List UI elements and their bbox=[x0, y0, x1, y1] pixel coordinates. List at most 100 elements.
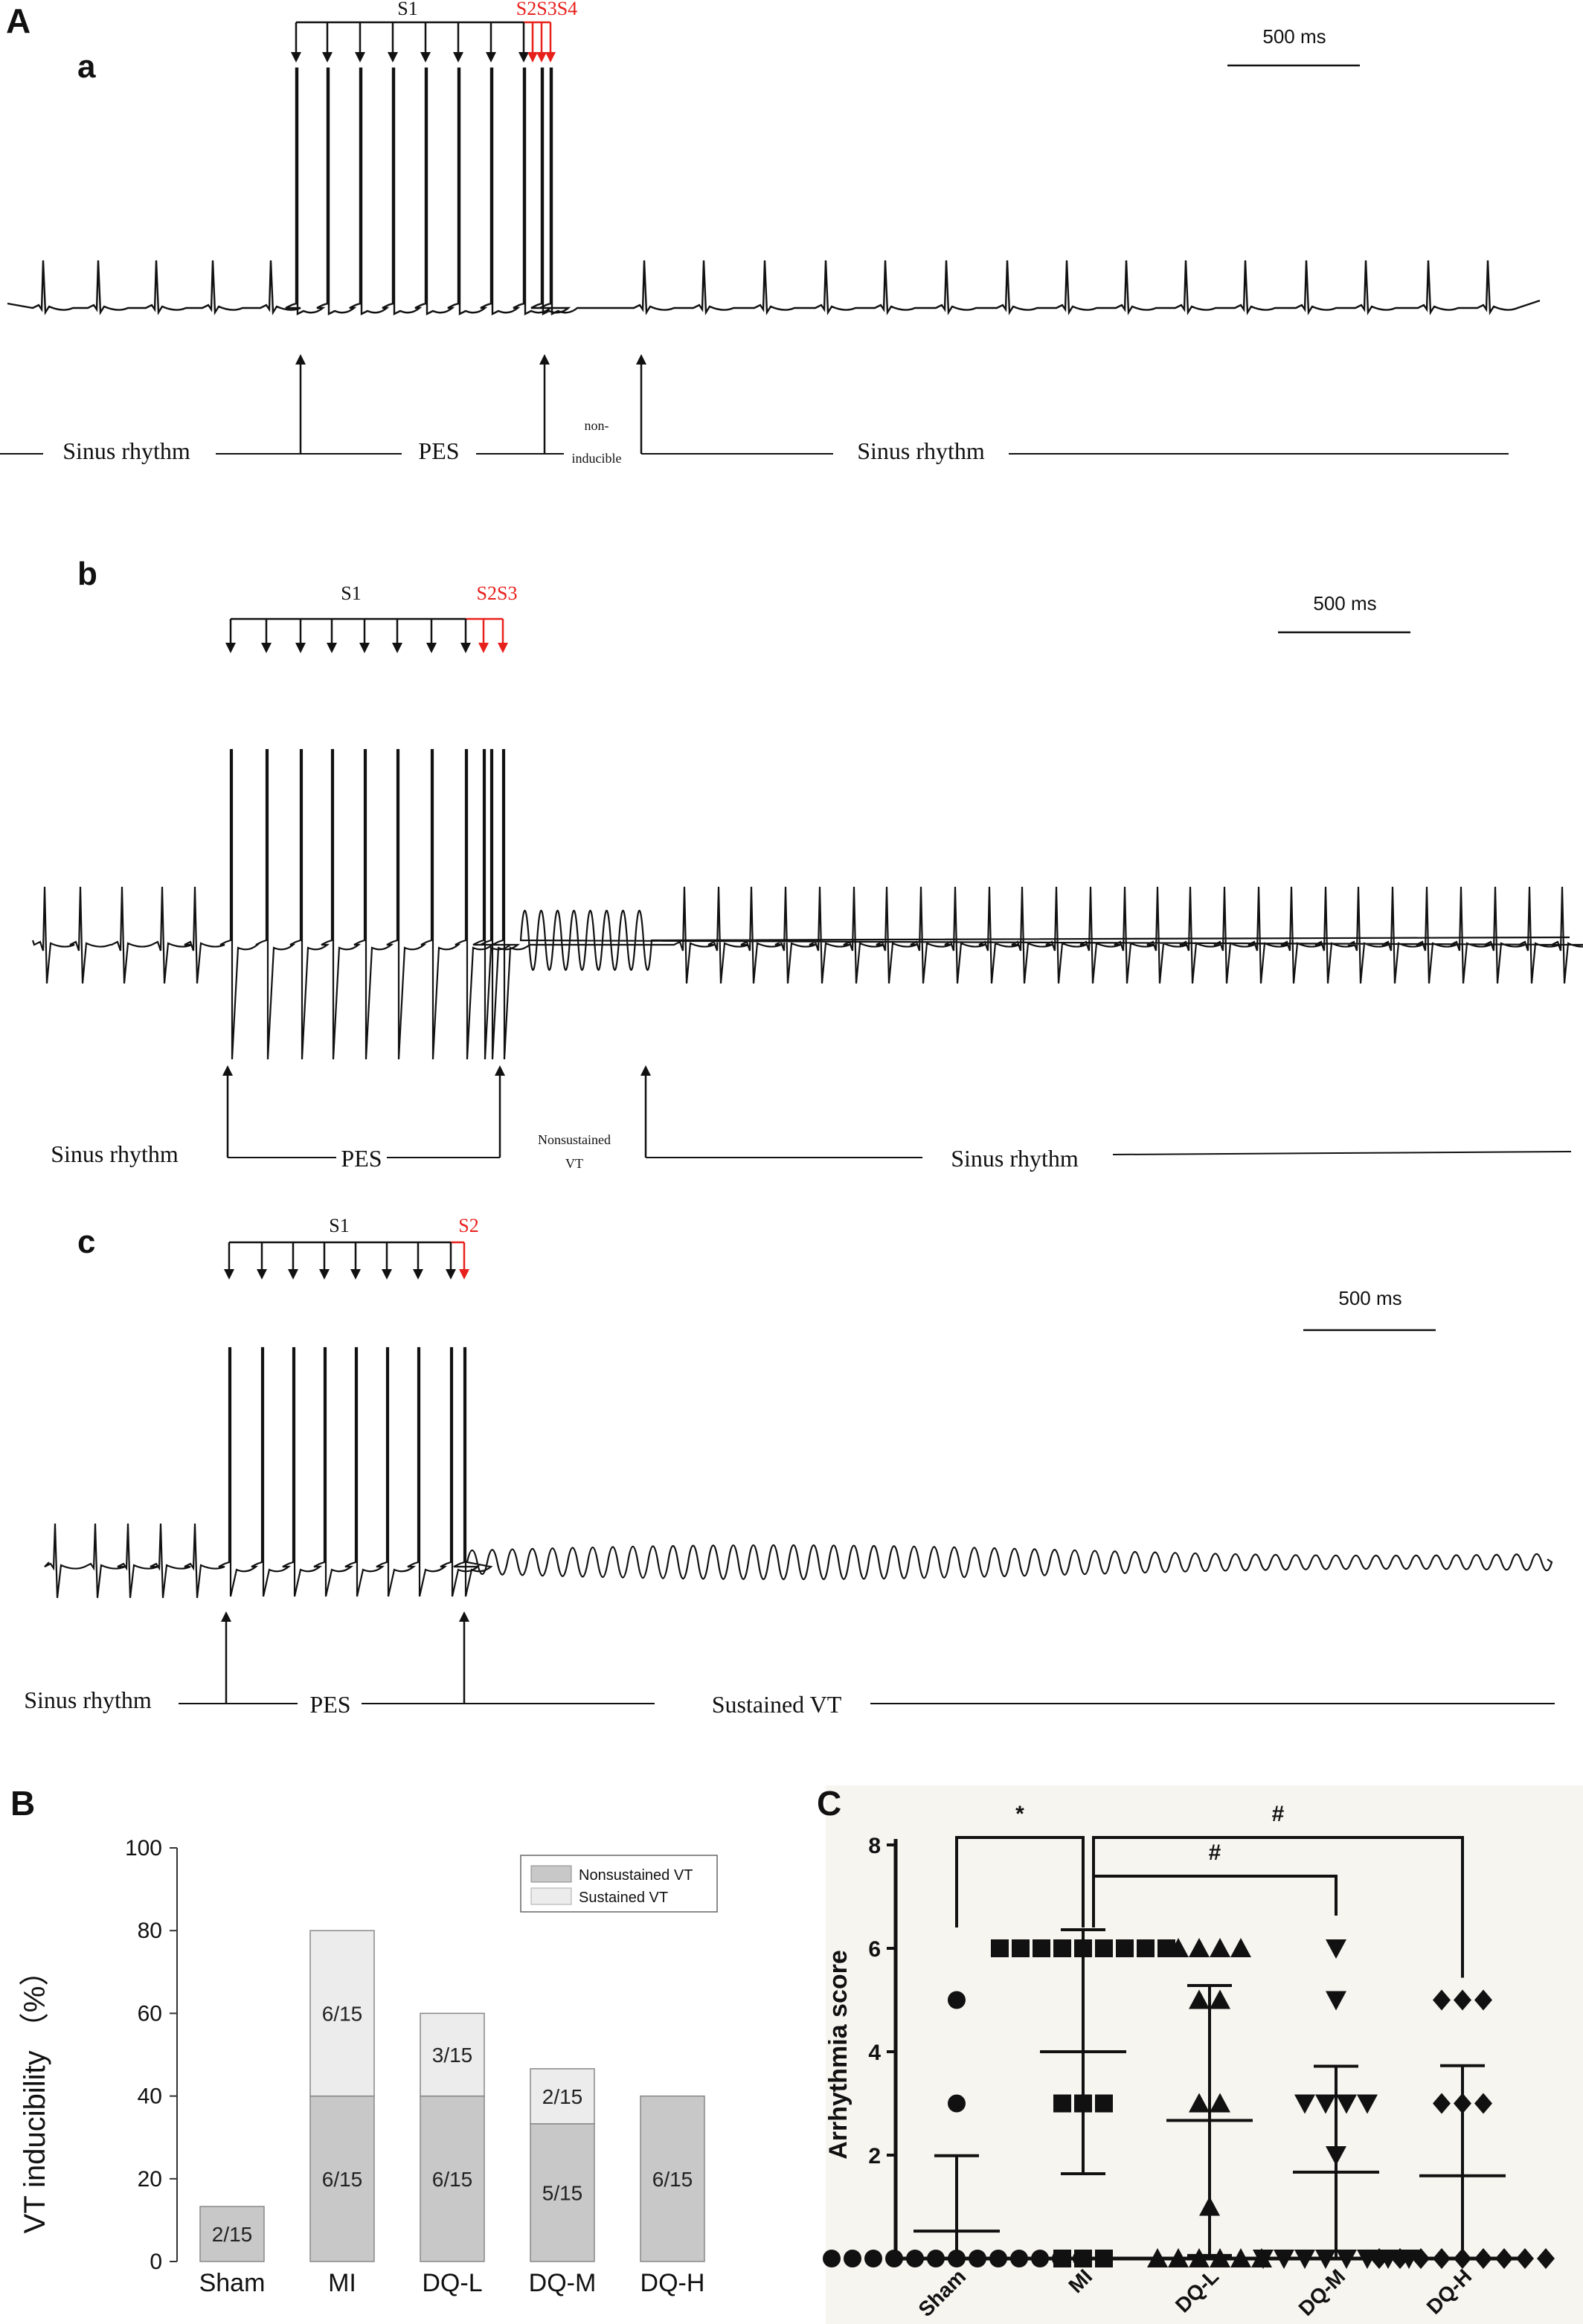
stim-arrow-b-0-head bbox=[225, 643, 236, 653]
segment-label-b-3: Sinus rhythm bbox=[951, 1145, 1079, 1172]
point-Sham-0-8 bbox=[989, 2250, 1007, 2267]
segment-label-c-2: Sustained VT bbox=[712, 1691, 842, 1718]
bar-label-DQ-M-1: 2/15 bbox=[542, 2085, 583, 2108]
legend-label-sustained: Sustained VT bbox=[579, 1890, 668, 1906]
marker-arrow-b-1-head bbox=[495, 1065, 505, 1076]
point-DQ-L-6-0 bbox=[1168, 1938, 1189, 1957]
panel-c: c S1 S2 500 ms Sinus rhythm PES Sustaine… bbox=[24, 1215, 1555, 1718]
bar-MI-1 bbox=[309, 1930, 375, 2097]
bar-label-MI-0: 6/15 bbox=[322, 2168, 363, 2191]
scale-bar-label-b: 500 ms bbox=[1313, 592, 1376, 614]
dot-y-tick-label-3: 6 bbox=[868, 1937, 881, 1962]
point-DQ-L-6-3 bbox=[1230, 1938, 1251, 1957]
stim-arrow-b-1-head bbox=[261, 643, 272, 653]
point-DQ-H-0-3 bbox=[1433, 2248, 1451, 2269]
point-DQ-H-0-0 bbox=[1370, 2248, 1388, 2269]
stim-arrow-red-c-0-head bbox=[459, 1269, 469, 1280]
point-DQ-L-5-0 bbox=[1189, 1989, 1210, 2009]
point-DQ-H-5-2 bbox=[1474, 1989, 1492, 2011]
segment-label-b-0: Sinus rhythm bbox=[51, 1140, 179, 1167]
stim-arrow-a-3-head bbox=[388, 52, 398, 62]
bar-DQ-L-1 bbox=[420, 2012, 485, 2097]
point-DQ-M-0-2 bbox=[1294, 2250, 1315, 2269]
panel-label-a: a bbox=[77, 48, 96, 85]
bar-label-DQ-M-0: 5/15 bbox=[542, 2181, 583, 2204]
segment-label-a-1: PES bbox=[418, 437, 459, 464]
stim-arrow-b-7-head bbox=[460, 643, 471, 653]
marker-arrow-c-0-head bbox=[221, 1611, 231, 1622]
extra-stim-label-c: S2 bbox=[458, 1215, 478, 1236]
bar-x-label-1: MI bbox=[328, 2269, 356, 2297]
bar-DQ-L-0 bbox=[420, 2095, 485, 2262]
stim-arrow-b-3-head bbox=[327, 643, 337, 653]
stim-arrow-a-2-head bbox=[355, 52, 365, 62]
stim-arrow-c-6-head bbox=[413, 1269, 423, 1280]
point-DQ-H-0-6 bbox=[1495, 2248, 1513, 2269]
marker-arrow-c-1-head bbox=[459, 1611, 469, 1622]
legend-swatch-nonsustained bbox=[530, 1865, 572, 1883]
point-DQ-H-0-7 bbox=[1516, 2248, 1534, 2269]
bracket-0 bbox=[955, 1836, 1085, 1927]
point-DQ-H-0-5 bbox=[1474, 2248, 1492, 2269]
bracket-label-0: * bbox=[1015, 1802, 1024, 1826]
extra-stim-label-a: S2S3S4 bbox=[516, 0, 577, 19]
segment-label-b-1: PES bbox=[341, 1145, 382, 1172]
point-DQ-L-6-2 bbox=[1210, 1938, 1230, 1957]
dot-y-tick-label-4: 8 bbox=[868, 1834, 881, 1858]
point-Sham-0-7 bbox=[969, 2250, 986, 2267]
point-Sham-0-10 bbox=[1031, 2250, 1049, 2267]
panel-b: b S1 S2S3 500 ms Sinus rhythm PES Nonsus… bbox=[31, 556, 1583, 1172]
marker-arrow-a-1-head bbox=[539, 354, 550, 365]
bar-legend: Nonsustained VT Sustained VT bbox=[520, 1855, 718, 1913]
point-DQ-H-5-1 bbox=[1454, 1989, 1471, 2011]
bar-y-tick-label-5: 100 bbox=[125, 1836, 162, 1861]
point-MI-6-5 bbox=[1095, 1939, 1113, 1957]
point-DQ-L-0-4 bbox=[1230, 2248, 1251, 2267]
segment-markers-b bbox=[222, 1065, 1572, 1158]
point-MI-6-7 bbox=[1137, 1939, 1155, 1957]
point-MI-6-0 bbox=[991, 1939, 1009, 1957]
point-MI-0-2 bbox=[1095, 2250, 1113, 2267]
bracket-2 bbox=[1092, 1836, 1464, 1978]
dot-groups bbox=[823, 1927, 1555, 2269]
bracket-label-2: # bbox=[1272, 1802, 1285, 1826]
point-Sham-0-4 bbox=[906, 2250, 924, 2267]
extra-stim-label-b: S2S3 bbox=[477, 582, 518, 604]
point-DQ-M-3-2 bbox=[1336, 2094, 1357, 2114]
ecg-trace-b bbox=[31, 748, 1583, 1060]
stim-arrow-b-4-head bbox=[359, 643, 370, 653]
point-DQ-M-0-3 bbox=[1315, 2250, 1336, 2269]
marker-arrow-a-0-head bbox=[295, 354, 306, 365]
point-Sham-0-5 bbox=[927, 2250, 945, 2267]
point-Sham-0-9 bbox=[1010, 2250, 1028, 2267]
point-DQ-M-5-0 bbox=[1326, 1991, 1346, 2011]
segment-label-c-1: PES bbox=[309, 1691, 350, 1718]
bar-DQ-M-1 bbox=[530, 2068, 595, 2125]
s1-label-c: S1 bbox=[329, 1215, 349, 1236]
scale-bar-label-a: 500 ms bbox=[1262, 25, 1326, 48]
stim-arrow-b-2-head bbox=[295, 643, 306, 653]
point-DQ-M-0-5 bbox=[1357, 2250, 1378, 2269]
point-MI-0-1 bbox=[1074, 2250, 1092, 2267]
marker-arrow-a-2-head bbox=[636, 354, 646, 365]
panel-label-b: b bbox=[77, 556, 97, 592]
stimulus-arrows-b bbox=[225, 617, 508, 653]
s1-label-b: S1 bbox=[341, 582, 361, 604]
point-DQ-L-3-1 bbox=[1210, 2093, 1230, 2113]
stim-arrow-b-5-head bbox=[392, 643, 402, 653]
point-Sham-5-0 bbox=[948, 1991, 966, 2009]
bracket-label-1: # bbox=[1209, 1840, 1221, 1865]
scale-bar-label-c: 500 ms bbox=[1338, 1287, 1401, 1309]
stim-arrow-red-b-0-head bbox=[478, 643, 489, 653]
point-MI-6-2 bbox=[1033, 1939, 1050, 1957]
bar-y-tick-label-1: 20 bbox=[138, 2167, 162, 2192]
bar-y-tick-label-4: 80 bbox=[138, 1919, 162, 1943]
stim-arrow-c-2-head bbox=[288, 1269, 298, 1280]
stim-arrow-c-3-head bbox=[319, 1269, 330, 1280]
stim-arrow-c-1-head bbox=[257, 1269, 267, 1280]
bar-label-DQ-L-0: 6/15 bbox=[432, 2168, 473, 2191]
point-DQ-M-6-0 bbox=[1326, 1939, 1346, 1959]
ecg-trace-c bbox=[44, 1346, 1553, 1599]
